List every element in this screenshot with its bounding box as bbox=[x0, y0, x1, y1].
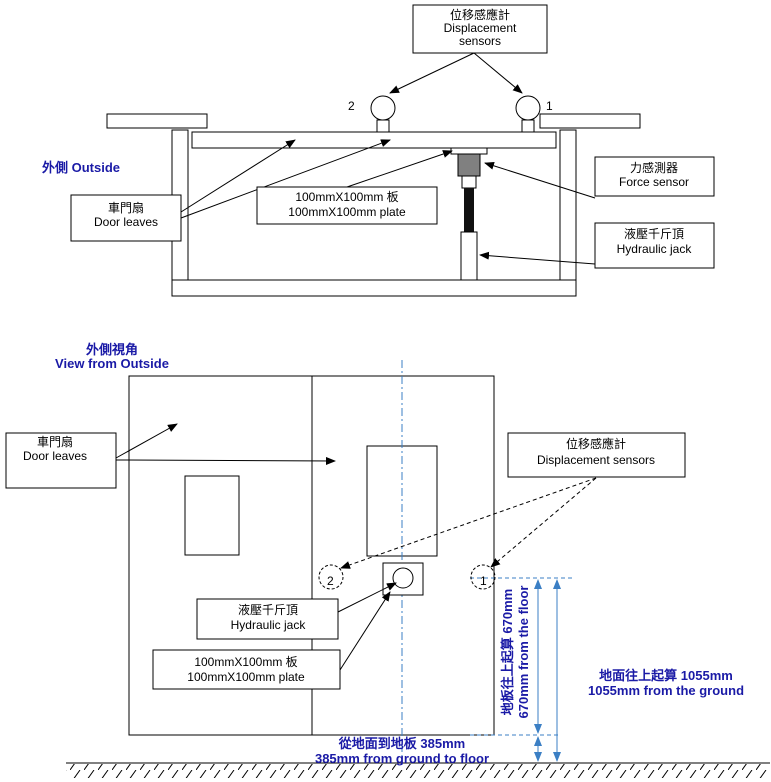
force-sensor-label-box bbox=[594, 156, 715, 197]
arrow-to-sensor-2-front bbox=[340, 477, 597, 569]
displacement-sensors-cn: 位移感應計 bbox=[450, 7, 510, 22]
arrow-force-sensor bbox=[484, 161, 596, 199]
door-leaves-en: Door leaves bbox=[94, 215, 158, 229]
sensor-number-2: 2 bbox=[348, 99, 355, 113]
arrow-door-leaves-1 bbox=[180, 139, 296, 213]
front-view-section: 外側視角 View from Outside 2 1 車門扇 Door leav… bbox=[5, 342, 770, 778]
jack-circle bbox=[392, 567, 414, 589]
displacement-sensors-en-front: Displacement sensors bbox=[537, 453, 655, 467]
sensor-2-stem bbox=[376, 119, 390, 133]
force-sensor-en: Force sensor bbox=[619, 175, 689, 189]
arrow-door-leaves-front-2 bbox=[115, 456, 336, 465]
view-label-cn: 外側視角 bbox=[85, 342, 138, 357]
right-side-pad bbox=[539, 113, 641, 129]
sensor-number-1: 1 bbox=[546, 99, 553, 113]
displacement-sensor-1 bbox=[515, 95, 541, 121]
displacement-sensors-en2: sensors bbox=[459, 34, 501, 48]
door-leaves-cn: 車門扇 bbox=[108, 200, 144, 215]
force-sensor-block bbox=[457, 153, 481, 177]
sensor-number-2-front: 2 bbox=[327, 574, 334, 588]
plate-label-box bbox=[256, 186, 438, 225]
displacement-sensor-1-front bbox=[470, 564, 496, 590]
plate-cn-front: 100mmX100mm 板 bbox=[194, 655, 297, 669]
left-window bbox=[184, 475, 240, 556]
hydraulic-jack-cn-front: 液壓千斤頂 bbox=[238, 602, 298, 617]
right-post bbox=[559, 129, 577, 281]
arrow-to-sensor-1 bbox=[473, 52, 523, 94]
ground-to-floor-cn: 從地面到地板 385mm bbox=[338, 736, 465, 751]
plate-en: 100mmX100mm plate bbox=[288, 205, 406, 219]
sensor-number-1-front: 1 bbox=[480, 574, 487, 588]
door-leaf-side bbox=[191, 131, 557, 149]
displacement-sensor-2 bbox=[370, 95, 396, 121]
arrow-plate bbox=[346, 150, 453, 188]
ground-hatch bbox=[66, 764, 770, 778]
hydraulic-jack-en: Hydraulic jack bbox=[617, 242, 693, 256]
force-sensor-base bbox=[461, 175, 477, 189]
outside-label: 外側 Outside bbox=[41, 160, 120, 175]
view-label-en: View from Outside bbox=[55, 356, 169, 371]
door-leaves-label-box-front bbox=[5, 432, 117, 489]
arrow-hydraulic-jack bbox=[479, 251, 596, 265]
ground-to-floor-en: 385mm from ground to floor bbox=[315, 751, 489, 766]
arrow-plate-front bbox=[339, 591, 391, 671]
displacement-sensors-cn-front: 位移感應計 bbox=[566, 436, 626, 451]
from-floor-en: 670mm from the floor bbox=[516, 586, 531, 719]
side-view-section: 位移感應計 Displacement sensors 2 1 外側 Outsid… bbox=[41, 4, 715, 297]
base-plate bbox=[171, 279, 577, 297]
hydraulic-jack-en-front: Hydraulic jack bbox=[231, 618, 307, 632]
loading-plate-side bbox=[450, 147, 488, 155]
hydraulic-jack-body bbox=[460, 231, 478, 281]
from-ground-en: 1055mm from the ground bbox=[588, 683, 744, 698]
door-leaves-cn-front: 車門扇 bbox=[37, 434, 73, 449]
from-ground-cn: 地面往上起算 1055mm bbox=[599, 668, 733, 683]
plate-label-box-front bbox=[152, 649, 341, 690]
displacement-sensors-label-box-front bbox=[507, 432, 686, 478]
arrow-door-leaves-2 bbox=[180, 139, 391, 219]
force-sensor-cn: 力感測器 bbox=[630, 160, 678, 175]
door-leaves-en-front: Door leaves bbox=[23, 449, 87, 463]
displacement-sensors-en1: Displacement bbox=[444, 21, 517, 35]
hydraulic-jack-piston bbox=[464, 188, 474, 232]
left-side-pad bbox=[106, 113, 208, 129]
displacement-sensors-label-box bbox=[412, 4, 548, 54]
plate-en-front: 100mmX100mm plate bbox=[187, 670, 305, 684]
arrow-door-leaves-front-1 bbox=[115, 423, 178, 459]
displacement-sensor-2-front bbox=[318, 564, 344, 590]
hydraulic-jack-label-box bbox=[594, 222, 715, 269]
from-floor-cn: 地板往上起算 670mm bbox=[500, 589, 515, 715]
arrow-to-sensor-1-front bbox=[490, 477, 597, 568]
arrow-hydraulic-jack-front bbox=[337, 582, 397, 613]
arrow-to-sensor-2 bbox=[389, 52, 475, 94]
plate-cn: 100mmX100mm 板 bbox=[295, 190, 398, 204]
sensor-1-stem bbox=[521, 119, 535, 133]
hydraulic-jack-cn: 液壓千斤頂 bbox=[624, 226, 684, 241]
hydraulic-jack-label-box-front bbox=[196, 598, 339, 640]
